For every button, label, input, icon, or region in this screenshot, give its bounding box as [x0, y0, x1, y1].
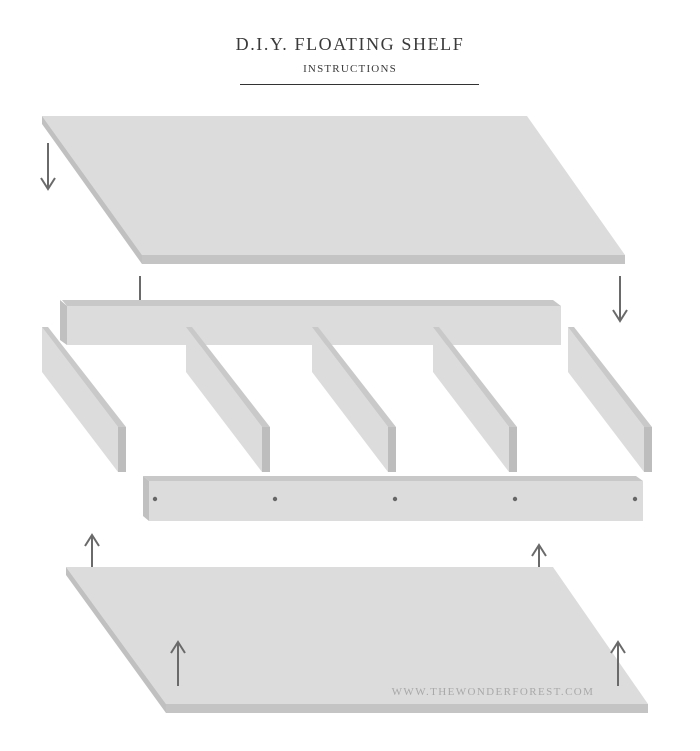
- bottom-panel: [66, 567, 648, 713]
- front-rail: [143, 476, 643, 521]
- slat-1: [42, 327, 126, 472]
- screw-hole: [272, 496, 278, 502]
- top-panel-face: [42, 116, 625, 255]
- bottom-panel-front-edge: [166, 704, 648, 713]
- top-panel-front-edge: [142, 255, 625, 264]
- slat-5: [568, 327, 652, 472]
- bottom-panel-face: [66, 567, 648, 704]
- slat-3: [312, 327, 396, 472]
- title-divider: [240, 84, 479, 85]
- slat-2: [186, 327, 270, 472]
- back-rail-side: [60, 300, 67, 345]
- arrow-down-icon-head: [40, 177, 56, 191]
- arrow-up-icon-head: [610, 640, 626, 654]
- arrow-up-icon-head: [84, 533, 100, 547]
- screw-hole: [152, 496, 158, 502]
- front-rail-top-edge: [143, 476, 643, 481]
- page-title: D.I.Y. FLOATING SHELF: [235, 34, 465, 54]
- bottom-panel-side-edge: [66, 567, 166, 713]
- arrow-down-icon-head: [612, 309, 628, 323]
- back-rail-top-edge: [62, 300, 561, 306]
- watermark-text: WWW.THEWONDERFOREST.COM: [392, 686, 595, 698]
- screw-hole: [392, 496, 398, 502]
- screw-hole: [632, 496, 638, 502]
- front-rail-side: [143, 476, 149, 521]
- slat-4: [433, 327, 517, 472]
- top-panel: [42, 116, 625, 264]
- front-rail-face: [149, 481, 643, 521]
- arrow-up-icon-head: [170, 640, 186, 654]
- page-subtitle: INSTRUCTIONS: [303, 63, 397, 75]
- screw-hole: [512, 496, 518, 502]
- bottom-panel-arrows: [170, 640, 626, 686]
- back-rail: [60, 300, 561, 345]
- top-panel-side-edge: [42, 116, 142, 264]
- arrow-up-icon-head: [531, 543, 547, 557]
